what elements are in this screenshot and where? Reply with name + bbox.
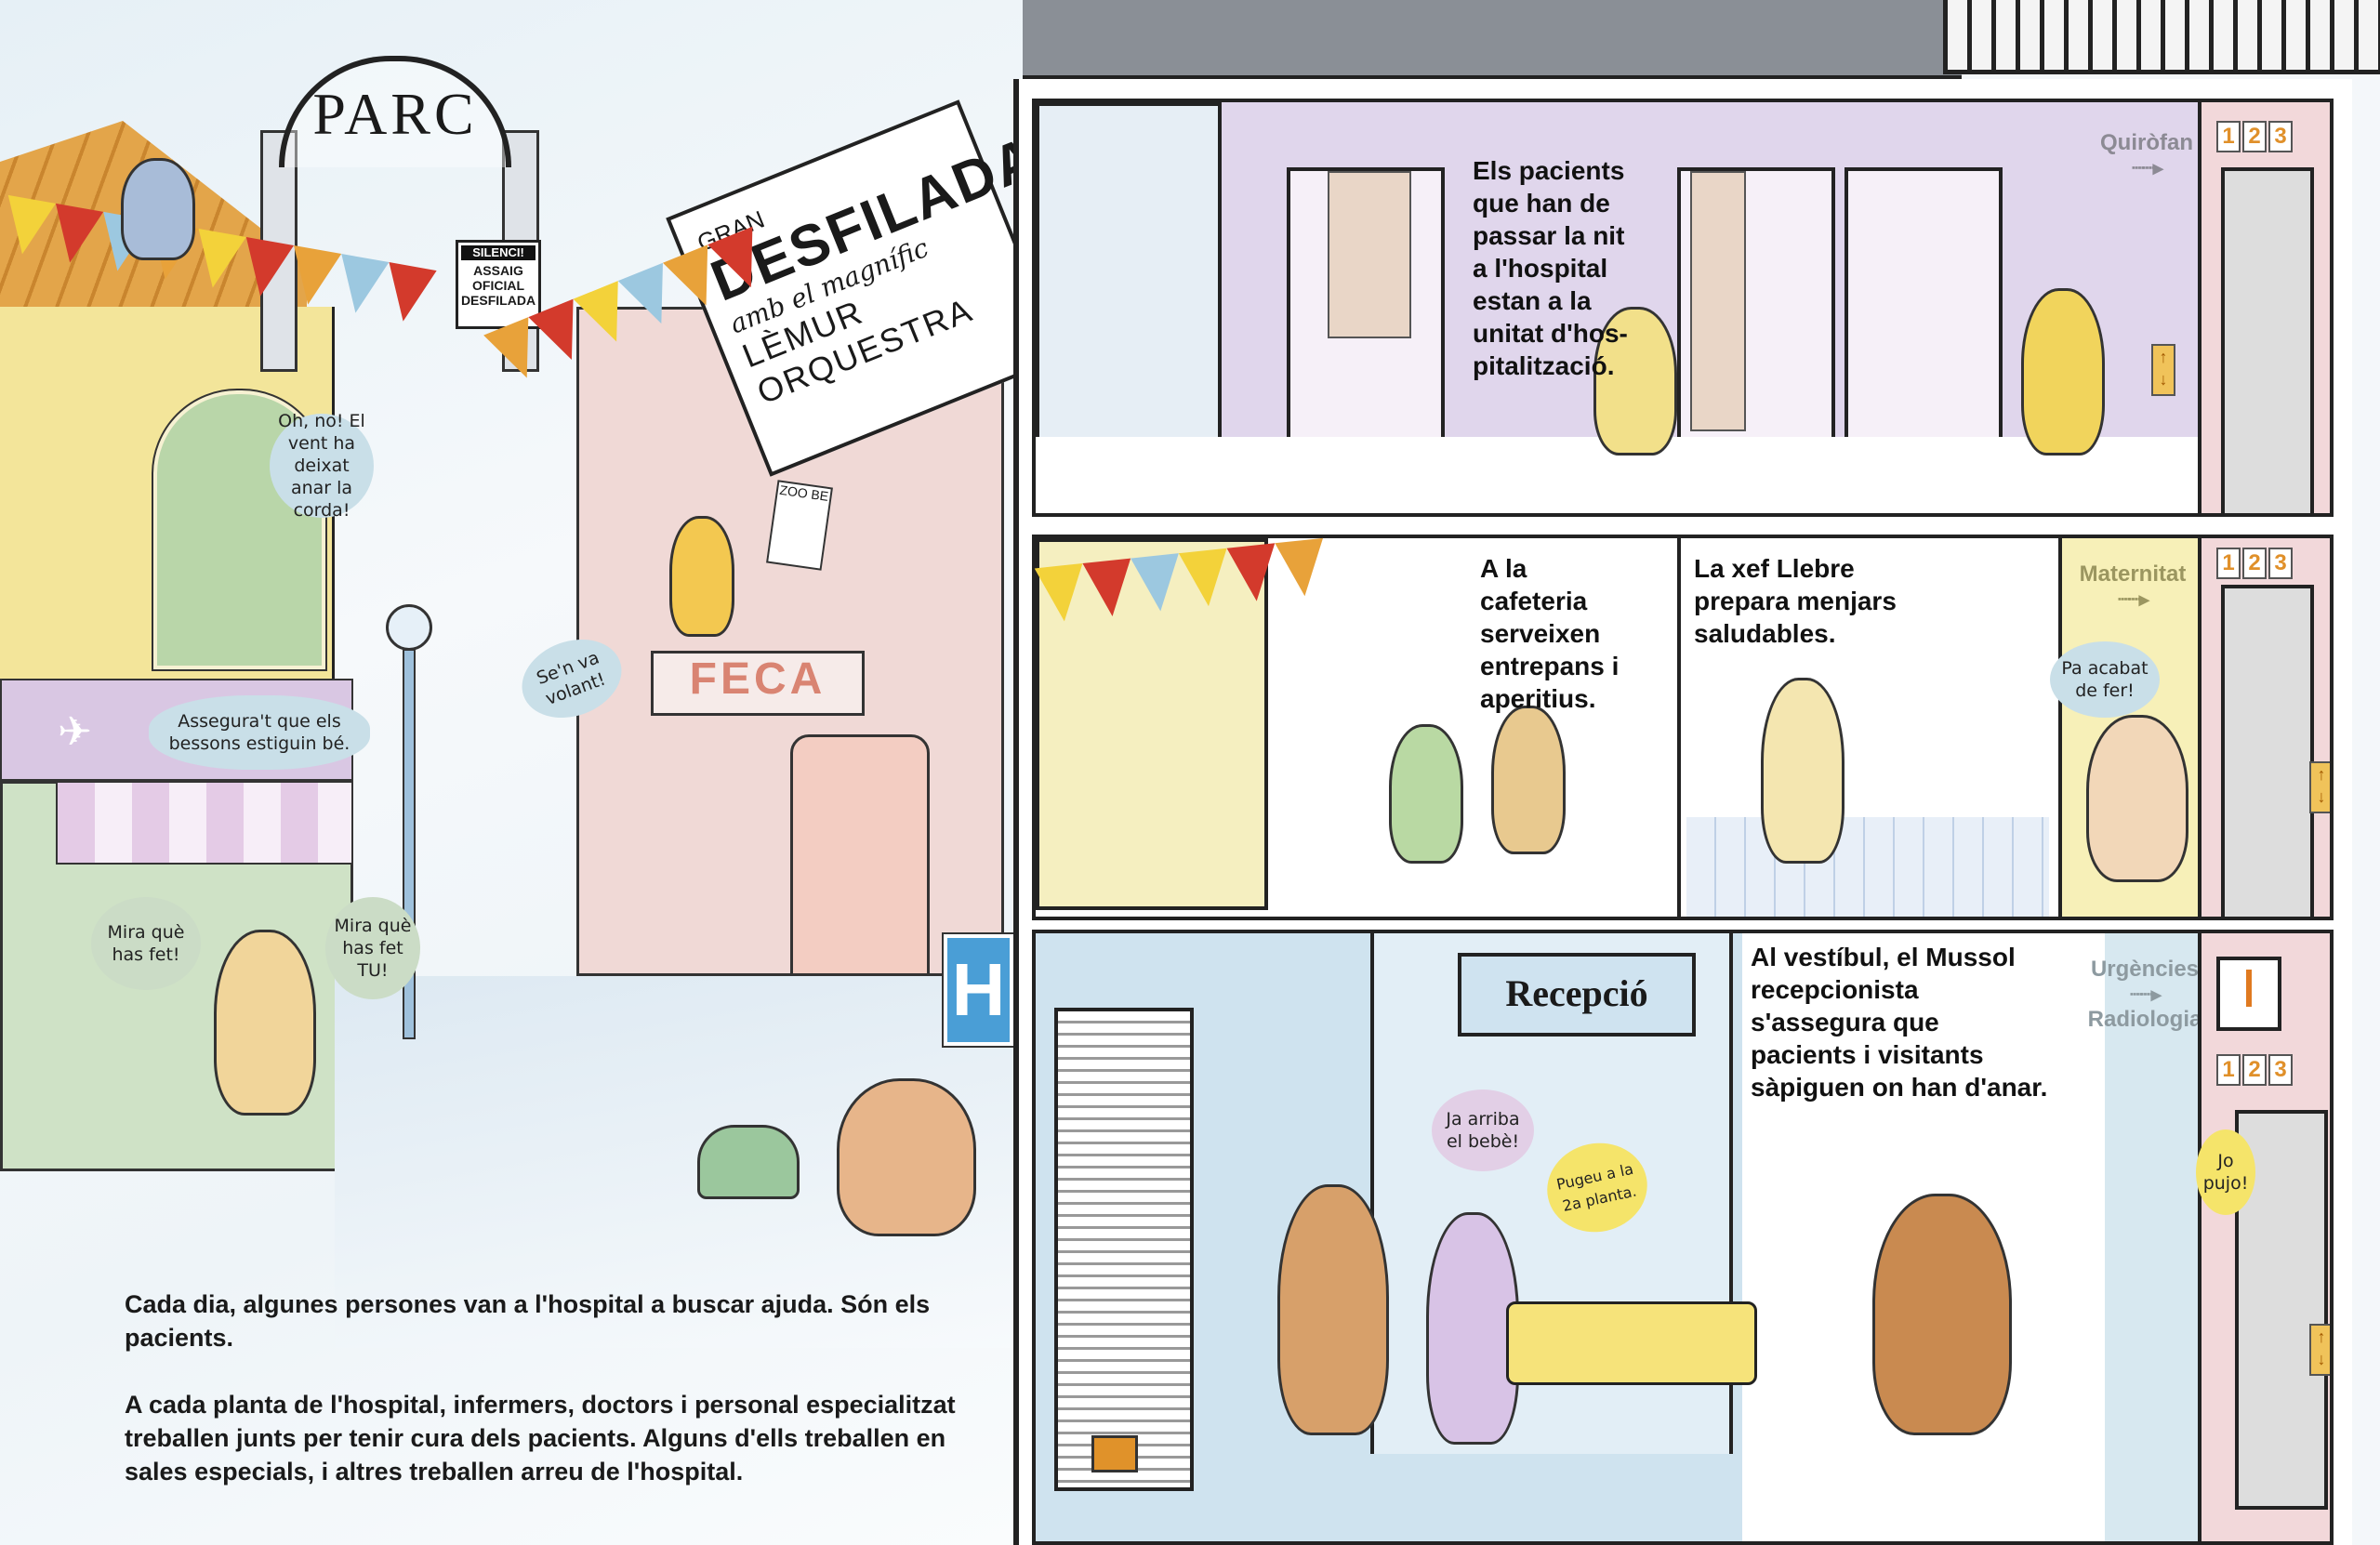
speech-bubble: Assegura't que els bessons estiguin bé. bbox=[149, 695, 370, 770]
green-scooter bbox=[697, 1125, 800, 1199]
shop-awning bbox=[56, 781, 353, 865]
floor-number: 1 bbox=[2216, 548, 2241, 579]
floor-number: 3 bbox=[2268, 121, 2293, 152]
kitchen-caption: La xef Llebre prepara menjars saludables… bbox=[1694, 554, 1897, 648]
nurse-character bbox=[2021, 288, 2105, 456]
window bbox=[1036, 538, 1268, 910]
park-gate-pillar bbox=[260, 130, 298, 372]
lobby-caption: Al vestíbul, el Mussol recepcionista s'a… bbox=[1751, 943, 2048, 1102]
ward-door bbox=[1844, 167, 2003, 446]
reception-sign: Recepció bbox=[1458, 953, 1696, 1037]
running-dog-character bbox=[837, 1078, 976, 1236]
climbing-character bbox=[669, 516, 734, 637]
arrow-right-icon: ┈┈▸ bbox=[2130, 983, 2162, 1006]
elevator-call-button[interactable]: ↑↓ bbox=[2309, 1324, 2330, 1376]
silence-sign: SILENCI! ASSAIG OFICIAL DESFILADA bbox=[456, 240, 541, 329]
clock-icon bbox=[2216, 957, 2281, 1031]
speech-bubble: Oh, no! El vent ha deixat anar la corda! bbox=[270, 411, 374, 521]
speech-bubble: Mira què has fet! bbox=[91, 897, 201, 990]
floor-number: 3 bbox=[2268, 1054, 2293, 1086]
floor-number: 3 bbox=[2268, 548, 2293, 579]
corridor bbox=[2105, 933, 2198, 1541]
operating-room-sign: Quiròfan┈┈▸ bbox=[2086, 130, 2207, 180]
floor-number: 2 bbox=[2242, 1054, 2267, 1086]
silence-sign-line: DESFILADA bbox=[460, 293, 536, 308]
hospital-roof bbox=[1023, 0, 1962, 79]
arrow-right-icon: ┈┈▸ bbox=[2132, 156, 2163, 179]
chef-hare-character bbox=[1761, 678, 1844, 864]
cafeteria-caption: A la cafeteria serveixen entrepans i ape… bbox=[1480, 554, 1620, 713]
pregnant-bear-character bbox=[1426, 1212, 1519, 1445]
bakery-window bbox=[790, 734, 930, 976]
window-blinds bbox=[1054, 1008, 1194, 1491]
elevator-call-button[interactable]: ↑↓ bbox=[2151, 344, 2175, 396]
sign-label: Radiologia bbox=[2087, 1007, 2202, 1032]
body-paragraph: Cada dia, algunes persones van a l'hospi… bbox=[125, 1290, 931, 1352]
pig-baker-character bbox=[2086, 715, 2188, 882]
potted-plant bbox=[1091, 1435, 1138, 1472]
zoo-poster: ZOO BE bbox=[766, 480, 833, 571]
elevator-call-button[interactable]: ↑↓ bbox=[2309, 761, 2330, 813]
speech-bubble: Ja arriba el bebè! bbox=[1432, 1089, 1534, 1171]
window bbox=[1036, 102, 1222, 456]
duck-character bbox=[1389, 724, 1463, 864]
speech-bubble: Mira què has fet TU! bbox=[325, 897, 420, 999]
hospital-sign: H bbox=[942, 932, 1015, 1048]
reception-desk bbox=[1506, 1301, 1757, 1385]
silence-sign-line: ASSAIG bbox=[473, 263, 523, 278]
speech-bubble: Pa acabat de fer! bbox=[2050, 641, 2160, 718]
sign-label: Maternitat bbox=[2079, 561, 2187, 587]
sign-label: Quiròfan bbox=[2100, 130, 2193, 155]
maternity-sign: Maternitat┈┈▸ bbox=[2072, 561, 2193, 612]
silence-sign-line: OFICIAL bbox=[472, 278, 524, 293]
floor-number: 1 bbox=[2216, 121, 2241, 152]
floor-number: 2 bbox=[2242, 548, 2267, 579]
cow-character bbox=[214, 930, 316, 1116]
emergency-radiology-sign: Urgències┈┈▸Radiologia bbox=[2075, 957, 2215, 1033]
ward-door bbox=[1287, 167, 1445, 446]
body-text: Cada dia, algunes persones van a l'hospi… bbox=[125, 1288, 961, 1522]
ward-caption: Els pacients que han de passar la nit a … bbox=[1473, 156, 1628, 380]
bird-worker-character bbox=[121, 158, 195, 260]
airplane-icon: ✈ bbox=[58, 709, 92, 755]
floor-surface bbox=[1036, 437, 2330, 513]
sign-label: Urgències bbox=[2090, 957, 2200, 982]
bear-character bbox=[1277, 1184, 1389, 1435]
body-paragraph: A cada planta de l'hospital, infermers, … bbox=[125, 1391, 956, 1486]
speech-bubble: Jo pujo! bbox=[2196, 1129, 2255, 1215]
cat-character bbox=[1491, 706, 1566, 854]
ward-door bbox=[1677, 167, 1835, 446]
arrow-right-icon: ┈┈▸ bbox=[2118, 588, 2149, 611]
floor-number: 1 bbox=[2216, 1054, 2241, 1086]
silence-sign-header: SILENCI! bbox=[461, 245, 536, 260]
rooftop-railing bbox=[1943, 0, 2380, 74]
divider bbox=[2058, 538, 2062, 917]
kitchen-tile-floor bbox=[1686, 817, 2049, 917]
divider bbox=[1677, 538, 1681, 917]
elevator-door[interactable] bbox=[2221, 167, 2314, 513]
goat-patient-character bbox=[1593, 307, 1677, 456]
elevator-door[interactable] bbox=[2221, 585, 2314, 917]
moose-character bbox=[1872, 1194, 2012, 1435]
bakery-sign: FECA bbox=[651, 651, 865, 716]
floor-number: 2 bbox=[2242, 121, 2267, 152]
